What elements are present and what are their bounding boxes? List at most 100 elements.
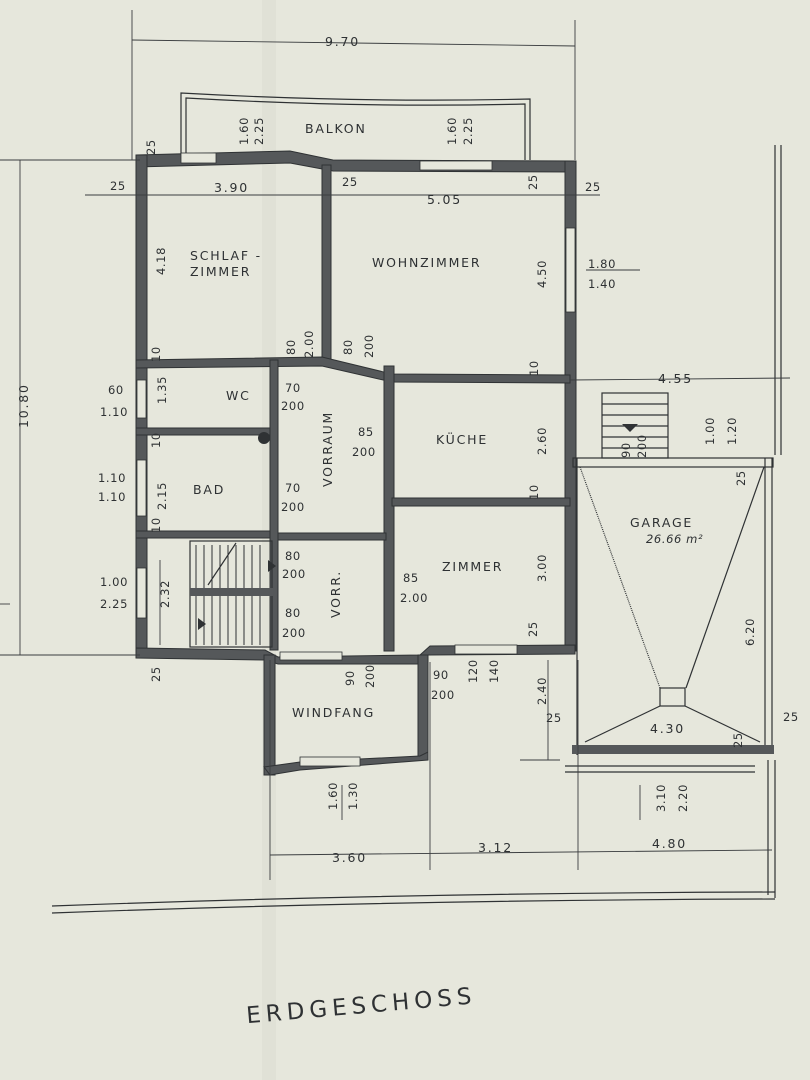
dim-wall-right: 25 [585,180,601,194]
dimension-lines [0,10,791,880]
dim-wall-10-b: 10 [527,360,541,376]
dim-steps-100: 1.00 [703,417,717,445]
dim-wall-25-bottom-r: 25 [526,621,540,637]
room-label-vorraum: VORRAUM [320,411,335,487]
steps-arrow-icon [622,424,638,432]
room-label-schlaf-1: SCHLAF - [190,248,262,263]
dim-balkon-l2: 2.25 [252,117,266,145]
room-label-wc: WC [226,388,251,403]
balcony-outline [180,92,531,160]
dim-vorr-door-200b: 200 [282,626,306,640]
dim-entry-90: 90 [433,668,449,682]
plan-title: ERDGESCHOSS [245,983,477,1029]
dim-windfang-window-130: 1.30 [346,782,360,810]
dim-balkon-r2: 2.25 [461,117,475,145]
dim-entry-140: 140 [487,659,501,683]
dim-balkon-r1: 1.60 [445,117,459,145]
dim-25-garage-l: 25 [546,711,562,725]
dim-wall-10-d: 10 [149,517,163,533]
chimney-marker [258,432,270,444]
dim-kueche-door-200: 200 [352,445,376,459]
dim-wall-right-v: 25 [526,174,540,190]
paper-fold [262,0,276,1080]
dim-door-schlaf-200: 2.00 [302,330,316,358]
garage-outline [565,457,774,773]
dim-2-20: 2.20 [676,784,690,812]
dim-3-60: 3.60 [332,850,367,865]
dim-total-width: 9.70 [325,34,360,49]
dim-4-55: 4.55 [658,371,693,386]
dim-steps-200: 200 [635,434,649,458]
dim-windfang-window-160: 1.60 [326,782,340,810]
dim-entry-200: 200 [431,688,455,702]
dim-vorr-door-200a: 200 [282,567,306,581]
room-label-bad: BAD [193,482,225,497]
dim-door-wohn-80: 80 [341,339,355,355]
dim-zimmer-door-85: 85 [403,571,419,585]
dim-wc-window-110: 1.10 [100,405,128,419]
staircase [189,540,276,648]
dim-schlaf-width: 3.90 [214,180,249,195]
dim-wc-door-200: 200 [281,399,305,413]
dim-vorr-door-80b: 80 [285,606,301,620]
dim-stair-window-225: 2.25 [100,597,128,611]
dim-kueche-depth: 2.60 [535,427,549,455]
dim-25-garage-r: 25 [783,710,799,724]
dim-total-depth: 10.80 [16,383,31,428]
room-label-zimmer: ZIMMER [442,559,503,574]
room-label-wohnzimmer: WOHNZIMMER [372,255,481,270]
dim-bad-window-110a: 1.10 [98,471,126,485]
dim-bad-door-70: 70 [285,481,301,495]
dim-door-schlaf-80: 80 [284,339,298,355]
windows [136,152,576,767]
dim-windfang-door-90: 90 [343,670,357,686]
dim-wc-window-60: 60 [108,383,124,397]
dim-wall-10-a: 10 [149,346,163,362]
dim-wall-left: 25 [110,179,126,193]
room-label-vorr: VORR. [328,570,343,618]
dim-wohn-width: 5.05 [427,192,462,207]
dim-3-12: 3.12 [478,840,513,855]
garage-area: 26.66 m² [646,532,703,546]
dim-wohn-depth: 4.50 [535,260,549,288]
dim-stair-window-100: 1.00 [100,575,128,589]
dim-wc-depth: 1.35 [155,376,169,404]
room-label-garage: GARAGE [630,515,693,530]
dim-wall-10-c: 10 [149,432,163,448]
dim-wall-mid: 25 [342,175,358,189]
dim-25-garage-br: 25 [731,732,745,748]
dim-wall-25-bottom-l: 25 [149,666,163,682]
property-lines [51,145,782,914]
dim-bad-window-110b: 1.10 [98,490,126,504]
dim-steps-90: 90 [619,442,633,458]
dim-wall-top-left: 25 [144,139,158,155]
dim-4-80: 4.80 [652,836,687,851]
room-label-kueche: KÜCHE [436,431,488,447]
dim-kueche-door-85: 85 [358,425,374,439]
dim-zimmer-door-200: 2.00 [400,591,428,605]
dim-wc-door-70: 70 [285,381,301,395]
dim-window-1-80: 1.80 [588,257,616,271]
dim-door-wohn-200: 200 [362,334,376,358]
dim-garage-depth: 6.20 [743,618,757,646]
dim-balkon-l1: 1.60 [237,117,251,145]
dim-wall-10-e: 10 [527,484,541,500]
dim-zimmer-depth: 3.00 [535,554,549,582]
dim-window-1-40: 1.40 [588,277,616,291]
dim-stair-depth: 2.32 [158,580,172,608]
dim-3-10: 3.10 [654,784,668,812]
room-label-windfang: WINDFANG [292,705,375,720]
dim-garage-25: 25 [734,470,748,486]
dim-vorr-door-80a: 80 [285,549,301,563]
walls [135,150,577,776]
room-label-schlaf-2: ZIMMER [190,264,251,279]
dim-windfang-door-200: 200 [363,664,377,688]
dim-garage-width: 4.30 [650,721,685,736]
dim-schlaf-depth: 4.18 [154,247,168,275]
dim-bad-door-200: 200 [281,500,305,514]
dim-entry-120: 120 [466,659,480,683]
dim-bad-depth: 2.15 [155,482,169,510]
dim-steps-120: 1.20 [725,417,739,445]
dim-2-40: 2.40 [535,677,549,705]
